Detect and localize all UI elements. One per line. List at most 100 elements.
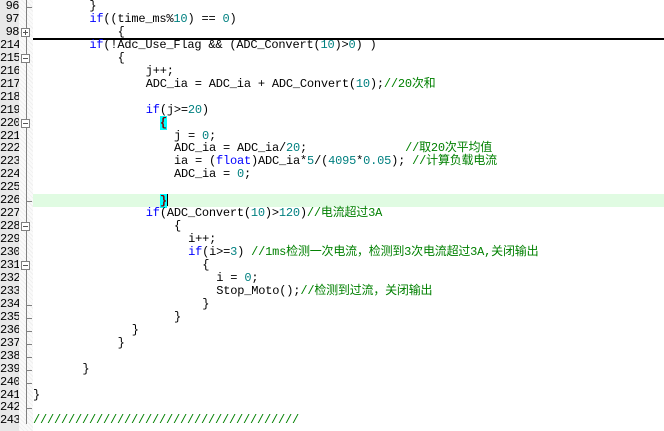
number-token: 0 bbox=[348, 37, 356, 52]
fold-end-tick bbox=[26, 330, 32, 332]
code-line[interactable]: 216 j++; bbox=[0, 63, 664, 78]
code-text: { bbox=[202, 259, 209, 272]
code-token: * bbox=[356, 154, 364, 169]
code-line[interactable]: 97 if((time_ms%10) == 0) bbox=[6, 11, 664, 26]
code-text: if(ADC_Convert(10)>120)//电流超过3A bbox=[145, 206, 383, 221]
code-line[interactable]: 220{ bbox=[0, 115, 664, 130]
code-line[interactable]: 243/////////////////////////////////////… bbox=[0, 414, 664, 427]
fold-collapse-icon[interactable] bbox=[21, 222, 30, 232]
line-number: 239 bbox=[0, 362, 19, 376]
line-number: 215 bbox=[0, 51, 19, 65]
keyword-token: if bbox=[145, 206, 160, 221]
matched-brace: } bbox=[159, 194, 167, 209]
fold-end-tick bbox=[26, 201, 32, 203]
number-token: 10 bbox=[250, 206, 265, 221]
line-number: 233 bbox=[0, 284, 19, 298]
code-line[interactable]: 233 Stop_Moto();//检测到过流，关闭输出 bbox=[0, 284, 664, 298]
line-number: 223 bbox=[0, 155, 19, 169]
code-line[interactable]: 226} bbox=[0, 194, 664, 209]
code-token: } bbox=[131, 322, 139, 337]
collapsed-region-indicator bbox=[33, 38, 664, 40]
code-text: i = 0; bbox=[216, 271, 258, 285]
keyword-token: if bbox=[89, 37, 104, 52]
code-text: ia = (float)ADC_ia*5/(4095*0.05); //计算负载… bbox=[174, 155, 497, 168]
code-token: } bbox=[174, 309, 182, 324]
code-line[interactable]: 227 if(ADC_Convert(10)>120)//电流超过3A bbox=[0, 206, 664, 221]
code-line[interactable]: 228{ bbox=[0, 220, 664, 233]
line-number-gutter bbox=[0, 0, 19, 431]
line-number: 241 bbox=[0, 388, 19, 402]
code-line[interactable]: 98 { bbox=[6, 24, 664, 39]
line-number: 214 bbox=[0, 38, 19, 52]
line-number: 229 bbox=[0, 233, 19, 247]
code-line[interactable]: 238 bbox=[0, 350, 664, 363]
fold-collapse-icon[interactable] bbox=[21, 53, 30, 63]
code-token: { bbox=[117, 24, 125, 39]
comment-token: //计算负载电流 bbox=[412, 154, 497, 169]
code-token: j++; bbox=[145, 63, 174, 78]
code-token: ) == bbox=[187, 11, 223, 26]
code-token: )> bbox=[264, 206, 279, 221]
code-line[interactable]: 214 if(!Adc_Use_Flag && (ADC_Convert(10)>… bbox=[0, 37, 664, 52]
code-text: if(!Adc_Use_Flag && (ADC_Convert(10)>0) … bbox=[89, 37, 377, 52]
line-number: 217 bbox=[0, 77, 19, 91]
line-number: 227 bbox=[0, 207, 19, 221]
code-token: ; bbox=[300, 141, 406, 156]
line-number: 97 bbox=[5, 12, 19, 26]
line-number: 98 bbox=[5, 25, 19, 39]
number-token: 5 bbox=[307, 154, 315, 169]
number-token: 4095 bbox=[328, 154, 357, 169]
code-token: ) ) bbox=[355, 37, 377, 52]
number-token: 120 bbox=[278, 206, 300, 221]
code-line[interactable]: 241} bbox=[0, 388, 664, 402]
code-token: } bbox=[202, 296, 210, 311]
code-line[interactable]: 231{ bbox=[0, 259, 664, 272]
number-token: 20 bbox=[187, 102, 202, 117]
code-line[interactable]: 225 bbox=[0, 181, 664, 194]
fold-collapse-icon[interactable] bbox=[21, 261, 30, 270]
code-token: ) bbox=[299, 206, 307, 221]
code-line[interactable]: 242 bbox=[0, 401, 664, 414]
code-line[interactable]: 218 bbox=[0, 91, 664, 104]
code-line[interactable]: 236} bbox=[0, 322, 664, 337]
code-line[interactable]: 239} bbox=[0, 362, 664, 376]
code-line[interactable]: 215 { bbox=[0, 51, 664, 65]
fold-end-tick bbox=[26, 7, 32, 8]
fold-collapse-icon[interactable] bbox=[21, 118, 30, 128]
line-number: 216 bbox=[0, 64, 19, 78]
code-token: { bbox=[202, 258, 210, 272]
matched-brace: { bbox=[159, 115, 167, 130]
line-number: 230 bbox=[0, 246, 19, 260]
code-text: if((time_ms%10) == 0) bbox=[89, 11, 236, 26]
code-line[interactable]: 235} bbox=[0, 309, 664, 324]
code-line[interactable]: 96} bbox=[6, 0, 664, 13]
code-text: { bbox=[118, 51, 125, 65]
code-text: ADC_ia = ADC_ia/20; //取20次平均值 bbox=[174, 142, 492, 155]
code-text: } bbox=[131, 322, 139, 337]
line-number: 236 bbox=[0, 323, 19, 337]
number-token: 10 bbox=[173, 11, 188, 26]
comment-token: //取20次平均值 bbox=[405, 141, 493, 156]
comment-token: //电流超过3A bbox=[306, 206, 383, 221]
code-token: (j>= bbox=[159, 102, 188, 117]
code-line[interactable]: 240 bbox=[0, 376, 664, 389]
code-text: Stop_Moto();//检测到过流，关闭输出 bbox=[216, 284, 432, 298]
code-token: ; bbox=[209, 128, 217, 143]
code-line[interactable]: 237} bbox=[0, 336, 664, 350]
code-token: j = bbox=[174, 128, 203, 143]
code-line[interactable]: 234} bbox=[0, 296, 664, 311]
code-token: ; bbox=[244, 167, 252, 182]
fold-end-tick bbox=[26, 317, 32, 319]
fold-expand-icon[interactable] bbox=[21, 27, 30, 37]
